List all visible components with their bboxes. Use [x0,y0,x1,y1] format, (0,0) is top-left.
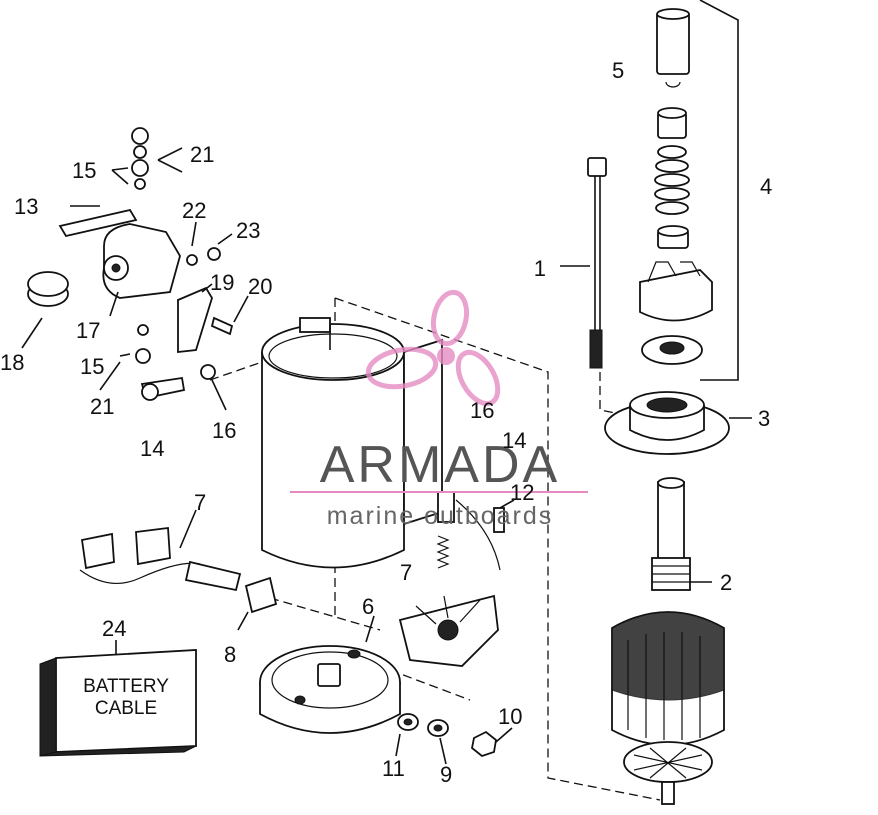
through-bolt [560,157,607,369]
battery-cable-line2: CABLE [95,698,157,719]
callout-10: 10 [498,704,522,729]
callout-numbers: 1 2 3 4 5 6 7 7 8 9 10 11 12 13 14 14 15… [0,58,772,787]
watermark-subtitle: marine outboards [327,502,554,530]
callout-17: 17 [76,318,100,343]
callout-21-bottom: 21 [90,394,114,419]
callout-4: 4 [760,174,772,199]
callout-22: 22 [182,198,206,223]
callout-11: 11 [382,756,405,781]
callout-13: 13 [14,194,38,219]
callout-1: 1 [534,256,546,281]
callout-15-bottom: 15 [80,354,104,379]
watermark-title: ARMADA [320,436,560,494]
callout-12: 12 [510,480,534,505]
callout-6: 6 [362,594,374,619]
callout-23: 23 [236,218,260,243]
callout-5: 5 [612,58,624,83]
callout-7-spring: 7 [400,560,412,585]
callout-19: 19 [210,270,234,295]
callout-15-top: 15 [72,158,96,183]
callout-2: 2 [720,570,732,595]
commutator-end-cap [259,615,401,734]
drive-end-cap [604,391,752,455]
callout-16-left: 16 [212,418,236,443]
solenoid-cluster [21,127,249,411]
callout-20: 20 [248,274,272,299]
callout-14-right: 14 [502,428,526,453]
callout-16-right: 16 [470,398,494,423]
callout-24: 24 [102,616,126,641]
callout-8: 8 [224,642,236,667]
watermark: ARMADA marine outboards [290,289,588,530]
callout-21-top: 21 [190,142,214,167]
propeller-logo-icon [365,289,501,407]
drive-assembly [639,0,739,381]
battery-cable-line1: BATTERY [83,676,169,697]
callout-3: 3 [758,406,770,431]
callout-7-brushes: 7 [194,490,206,515]
brush-assembly [79,491,505,631]
washers-and-nut [395,499,515,765]
brush-plate [398,594,499,667]
callout-14-left: 14 [140,436,164,461]
callout-18: 18 [0,350,24,375]
battery-cable-box: BATTERY CABLE [39,640,197,757]
field-frame [261,317,443,569]
callout-9: 9 [440,762,452,787]
armature [611,477,725,805]
